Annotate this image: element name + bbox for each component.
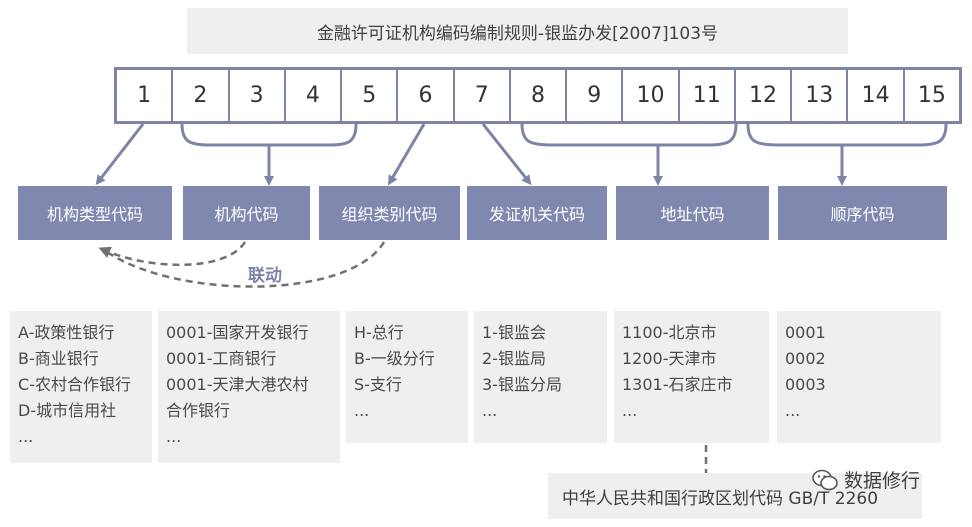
category-sequence-code: 顺序代码 [778,186,947,240]
link-label: 联动 [248,266,282,286]
watermark-text: 数据修行 [844,470,921,492]
digit-cell-10: 10 [623,70,680,121]
category-issuer-code: 发证机关代码 [467,186,607,240]
info-item: B-商业银行 [18,349,99,368]
digit-cell-14: 14 [848,70,905,121]
info-item: 0001-天津大港农村 [166,375,309,394]
arrow-digit7-to-issuer [481,123,532,186]
info-item: 3-银监分局 [482,375,562,394]
digit-cell-4: 4 [286,70,343,121]
info-panel-issuer-code: 1-银监会 2-银监局 3-银监分局 ... [474,311,607,443]
info-panel-org-type: H-总行 B-一级分行 S-支行 ... [346,311,468,443]
bracket-digits-8-11 [520,123,738,147]
category-address-code: 地址代码 [616,186,769,240]
digit-cell-1: 1 [117,70,174,121]
category-institution-type: 机构类型代码 [18,186,172,240]
info-item: 1-银监会 [482,323,546,342]
link-arrow-short [98,241,247,267]
category-org-type: 组织类别代码 [319,186,460,240]
digit-cell-11: 11 [680,70,736,121]
digit-cell-3: 3 [230,70,286,121]
info-item: S-支行 [354,375,402,394]
info-item: 1301-石家庄市 [622,375,733,394]
code-digit-row: 1 2 3 4 5 6 7 8 9 10 11 12 13 14 15 [114,67,962,124]
info-item: ... [785,401,801,420]
info-item: 0003 [785,375,826,394]
info-item: 1100-北京市 [622,323,717,342]
info-item: 2-银监局 [482,349,546,368]
watermark: 数据修行 [812,466,920,493]
arrow-digit1-to-type [95,123,145,186]
info-item: 1200-天津市 [622,349,717,368]
digit-cell-7: 7 [455,70,511,121]
digit-cell-2: 2 [173,70,230,121]
digit-cell-5: 5 [342,70,399,121]
arrow-digit6-to-org [387,123,426,186]
info-panel-sequence-code: 0001 0002 0003 ... [777,311,941,443]
bracket-digits-12-15 [746,123,948,147]
digit-cell-15: 15 [917,83,946,108]
digit-cell-8: 8 [511,70,568,121]
info-item: 0001 [785,323,826,342]
info-item: ... [354,401,370,420]
diagram-title: 金融许可证机构编码编制规则-银监办发[2007]103号 [187,8,848,54]
info-panel-institution-type: A-政策性银行 B-商业银行 C-农村合作银行 D-城市信用社 ... [10,311,152,463]
gb-standard-box: 中华人民共和国行政区划代码 GB/T 2260 [548,473,922,519]
info-item: 0001-工商银行 [166,349,277,368]
info-item: ... [18,427,34,446]
info-item: ... [166,427,182,446]
digit-cell-6: 6 [398,70,455,121]
info-item: A-政策性银行 [18,323,115,342]
info-item: 0001-国家开发银行 [166,323,309,342]
digit-cell-9: 9 [567,70,624,121]
info-item: ... [482,401,498,420]
info-panel-institution-code: 0001-国家开发银行 0001-工商银行 0001-天津大港农村 合作银行 .… [158,311,340,463]
info-item: ... [622,401,638,420]
link-arrow-long [103,241,386,288]
digit-cell-13: 13 [792,70,849,121]
digit-cell-12: 12 [736,70,793,121]
info-item: 0002 [785,349,826,368]
info-item: D-城市信用社 [18,401,117,420]
info-item: 合作银行 [166,401,231,420]
info-item: B-一级分行 [354,349,435,368]
category-institution-code: 机构代码 [183,186,310,240]
info-item: C-农村合作银行 [18,375,131,394]
wechat-icon [812,469,838,490]
info-panel-address-code: 1100-北京市 1200-天津市 1301-石家庄市 ... [614,311,769,443]
bracket-digits-2-5 [180,123,358,147]
info-item: H-总行 [354,323,404,342]
